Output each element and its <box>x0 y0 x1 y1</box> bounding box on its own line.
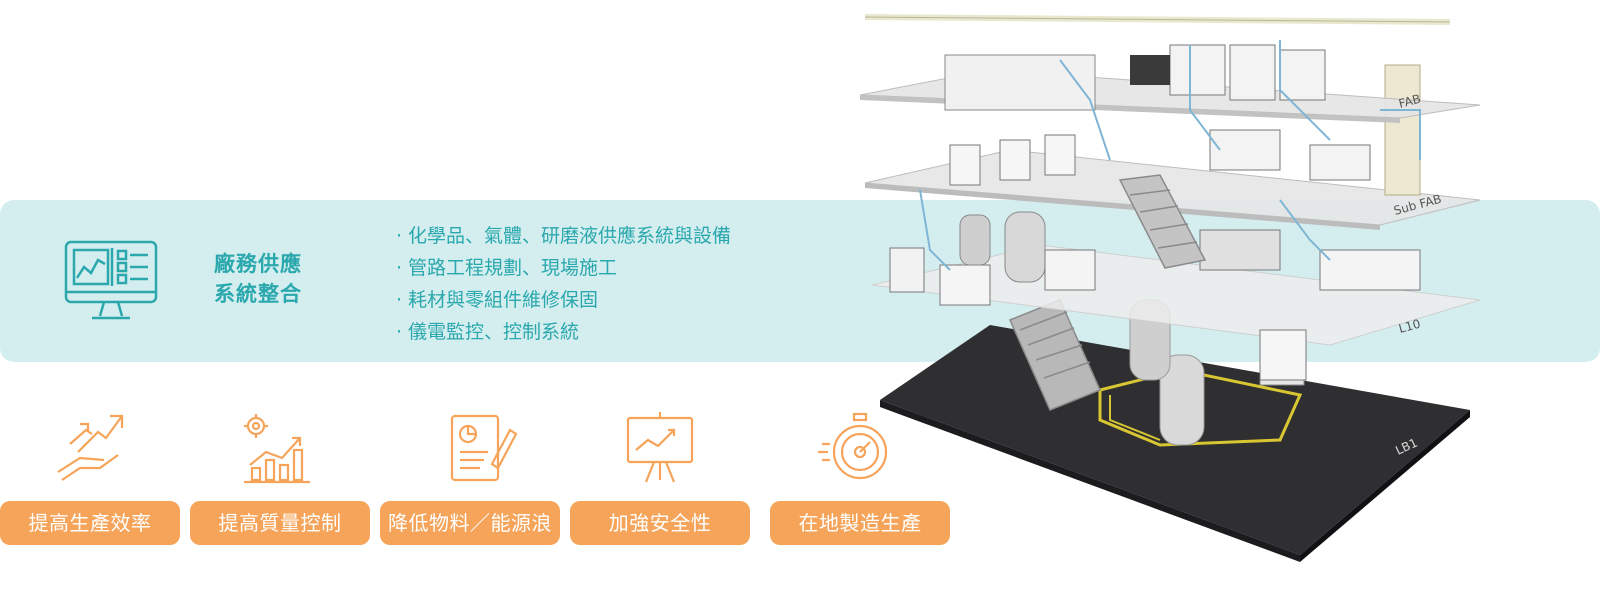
floor-label-fab: FAB <box>1397 92 1422 111</box>
stopwatch-icon <box>818 412 888 480</box>
feature-safety: 加強安全性 <box>570 410 750 560</box>
service-item: 儀電監控、控制系統 <box>396 316 731 348</box>
service-title: 廠務供應 系統整合 <box>214 249 302 309</box>
service-item: 化學品、氣體、研磨液供應系統與設備 <box>396 220 731 252</box>
service-list: 化學品、氣體、研磨液供應系統與設備 管路工程規劃、現場施工 耗材與零組件維修保固… <box>396 220 731 348</box>
feature-waste: 降低物料／能源浪費 <box>380 410 560 579</box>
feature-label: 降低物料／能源浪費 <box>380 501 560 579</box>
service-item: 管路工程規劃、現場施工 <box>396 252 731 284</box>
service-item: 耗材與零組件維修保固 <box>396 284 731 316</box>
feature-local: 在地製造生產 <box>770 410 950 560</box>
document-pencil-icon <box>450 414 518 482</box>
hand-arrows-icon <box>57 414 124 481</box>
feature-label: 提高生產效率 <box>0 501 180 545</box>
factory-building-illustration: FAB Sub FAB L10 LB1 <box>860 14 1481 562</box>
feature-efficiency: 提高生產效率 <box>0 410 180 560</box>
feature-label: 在地製造生產 <box>770 501 950 545</box>
feature-label: 加強安全性 <box>570 501 750 545</box>
service-title-line-1: 廠務供應 <box>214 252 302 276</box>
presentation-board-icon <box>626 412 694 483</box>
floor-label-l10: L10 <box>1397 317 1422 336</box>
gear-bar-chart-icon <box>244 414 310 484</box>
service-title-line-2: 系統整合 <box>214 282 302 306</box>
feature-quality: 提高質量控制 <box>190 410 370 560</box>
monitor-dashboard-icon <box>64 240 158 320</box>
feature-label: 提高質量控制 <box>190 501 370 545</box>
